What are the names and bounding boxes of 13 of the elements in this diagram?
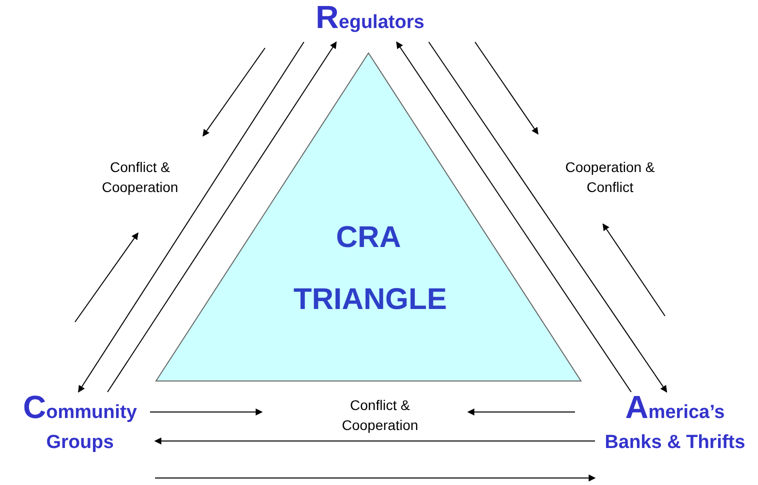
arrow <box>428 42 668 393</box>
relationship-label: Cooperation & Conflict <box>564 158 656 197</box>
stakeholder-label: Community Groups <box>5 392 155 482</box>
relationship-label: Conflict & Cooperation <box>100 158 180 197</box>
arrow <box>154 438 596 444</box>
arrow <box>396 41 632 392</box>
arrow <box>78 42 304 393</box>
arrow <box>154 474 596 482</box>
stakeholder-label: America’s Banks & Thrifts <box>595 392 755 482</box>
triangle-title: CRA TRIANGLE <box>294 220 444 318</box>
stakeholder-label: Regulators <box>290 2 450 42</box>
arrow <box>107 41 337 392</box>
relationship-label: Conflict & Cooperation <box>340 396 420 435</box>
